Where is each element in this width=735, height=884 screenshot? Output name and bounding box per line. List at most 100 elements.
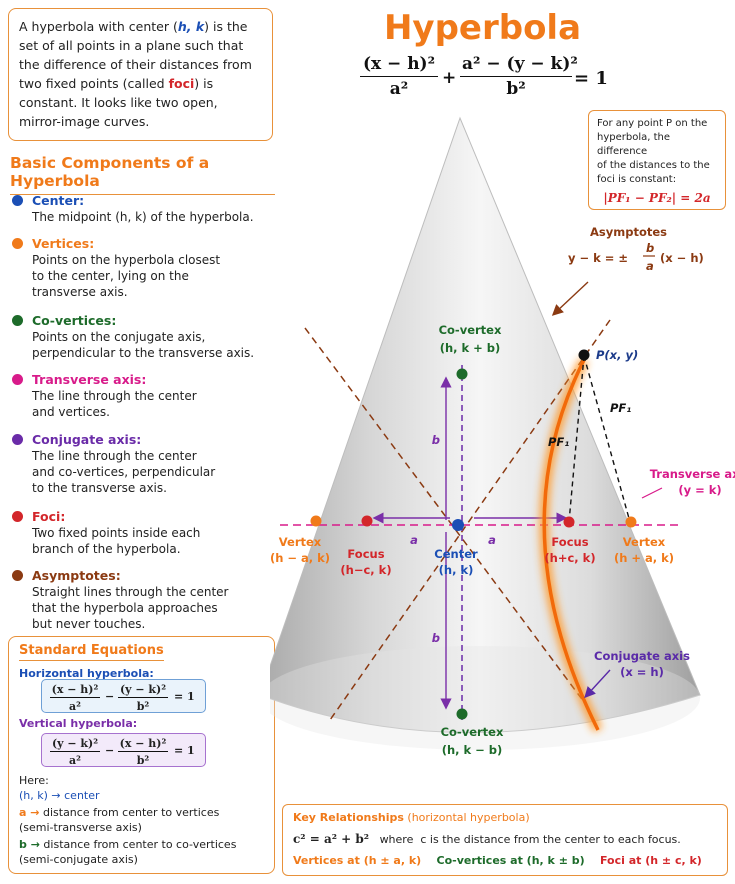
vertex-left-point — [310, 515, 322, 527]
component-1: Vertices:Points on the hyperbola closest… — [12, 236, 282, 300]
component-desc-line: branch of the hyperbola. — [32, 542, 181, 556]
focus-right-label: Focus — [551, 535, 588, 549]
component-dot — [12, 434, 23, 445]
eq-plus: + — [442, 68, 457, 88]
component-name: Transverse axis: — [32, 372, 147, 387]
component-name: Co-vertices: — [32, 313, 117, 328]
page-title: Hyperbola — [383, 8, 582, 48]
vertex-left-coord: (h − a, k) — [270, 551, 330, 565]
component-desc-line: and vertices. — [32, 405, 110, 419]
focus-left-coord: (h−c, k) — [340, 563, 391, 577]
component-desc-line: to the transverse axis. — [32, 481, 167, 495]
components-section-title: Basic Components of a Hyperbola — [10, 154, 275, 195]
b-meaning: b → distance from center to co-vertices … — [19, 838, 237, 866]
standard-equations-box: Standard Equations Horizontal hyperbola:… — [8, 636, 275, 874]
pf-line-1: For any point P on the — [597, 118, 708, 129]
component-dot — [12, 511, 23, 522]
center-point — [452, 519, 464, 531]
component-desc-line: Points on the conjugate axis, — [32, 330, 206, 344]
component-desc-line: Two fixed points inside each — [32, 526, 201, 540]
component-0: Center:The midpoint (h, k) of the hyperb… — [12, 193, 282, 225]
asymptote-b: b — [646, 241, 654, 255]
intro-definition-box: A hyperbola with center (h, k) is the se… — [8, 8, 273, 141]
component-desc-line: that the hyperbola approaches — [32, 601, 218, 615]
vertex-right-label: Vertex — [623, 535, 666, 549]
std-title: Standard Equations — [19, 643, 164, 661]
component-desc-line: perpendicular to the transverse axis. — [32, 346, 255, 360]
eq-equals: = 1 — [574, 68, 608, 89]
component-name: Asymptotes: — [32, 568, 121, 583]
transverse-label: Transverse axis — [650, 467, 735, 481]
pf-line-4: foci is constant: — [597, 174, 677, 185]
b-label-bottom: b — [432, 631, 440, 645]
conjugate-label: Conjugate axis — [594, 649, 690, 663]
pf-line-3: of the distances to the — [597, 160, 710, 171]
key-subtitle: (horizontal hyperbola) — [407, 811, 530, 824]
vertical-label: Vertical hyperbola: — [19, 717, 138, 730]
pf-equation: |PF₁ − PF₂| = 2a — [603, 191, 711, 205]
covertex-bottom-point — [456, 708, 468, 720]
here-label: Here: — [19, 774, 49, 787]
asymptote-rhs: (x − h) — [660, 251, 704, 265]
intro-line-4: two fixed points (called foci) is — [19, 76, 214, 91]
covertex-top-point — [456, 368, 468, 380]
asymptote-lhs: y − k = ± — [568, 251, 628, 265]
component-dot — [12, 374, 23, 385]
vertex-right-coord: (h + a, k) — [614, 551, 674, 565]
transverse-eq: (y = k) — [678, 483, 721, 497]
pf1-line — [568, 355, 585, 523]
hk-meaning: (h, k) → center — [19, 789, 100, 802]
component-6: Asymptotes:Straight lines through the ce… — [12, 568, 282, 632]
covertex-top-coord: (h, k + b) — [440, 341, 501, 355]
vertex-left-label: Vertex — [279, 535, 322, 549]
component-desc-line: The line through the center — [32, 449, 197, 463]
key-c-relation: c² = a² + b² where c is the distance fro… — [293, 832, 681, 846]
focus-right-point — [563, 516, 575, 528]
component-dot — [12, 238, 23, 249]
b-label-top: b — [432, 433, 440, 447]
component-dot — [12, 570, 23, 581]
pf-line-2: hyperbola, the difference — [597, 132, 671, 157]
key-points: Vertices at (h ± a, k) Co-vertices at (h… — [293, 854, 702, 867]
hyperbola-branch — [542, 359, 600, 731]
component-5: Foci: Two fixed points inside each branch … — [12, 509, 282, 557]
component-desc-line: Points on the hyperbola closest — [32, 253, 221, 267]
focus-right-coord: (h+c, k) — [544, 551, 595, 565]
a-label-right: a — [488, 533, 496, 547]
asymptote-2 — [329, 319, 611, 721]
component-name: Foci: — [32, 509, 66, 524]
key-relationships-box: Key Relationships (horizontal hyperbola)… — [282, 804, 728, 876]
intro-line-6: mirror-image curves. — [19, 114, 150, 129]
focus-left-label: Focus — [347, 547, 384, 561]
covertex-top-label: Co-vertex — [439, 323, 502, 337]
focus-left-point — [361, 515, 373, 527]
covertex-bottom-label: Co-vertex — [441, 725, 504, 739]
pf1-label-left: PF₁ — [548, 435, 569, 449]
pf2-line — [583, 355, 631, 523]
component-dot — [12, 195, 23, 206]
component-name: Center: — [32, 193, 85, 208]
intro-line-2: set of all points in a plane such that — [19, 38, 244, 53]
vertex-right-point — [625, 516, 637, 528]
component-4: Conjugate axis:The line through the cent… — [12, 432, 282, 496]
center-coord: (h, k) — [439, 563, 474, 577]
component-dot — [12, 315, 23, 326]
component-3: Transverse axis: The line through the cen… — [12, 372, 282, 420]
intro-line-1: A hyperbola with center (h, k) is the — [19, 19, 248, 34]
asymptote-1 — [304, 327, 591, 711]
component-2: Co-vertices: Points on the conjugate axis… — [12, 313, 282, 361]
cone-hyperbola-diagram: Asymptotes y − k = ± b a (x − h) Co-vert… — [270, 116, 735, 757]
covertex-bottom-coord: (h, k − b) — [442, 743, 503, 757]
component-desc-line: and co-vertices, perpendicular — [32, 465, 216, 479]
component-desc-line: but never touches. — [32, 617, 146, 631]
focal-property-box: For any point P on the hyperbola, the di… — [588, 110, 726, 210]
pf1-label-right: PF₁ — [610, 401, 631, 415]
horizontal-label: Horizontal hyperbola: — [19, 667, 154, 680]
component-desc-line: The line through the center — [32, 389, 197, 403]
cone-body — [270, 116, 701, 733]
